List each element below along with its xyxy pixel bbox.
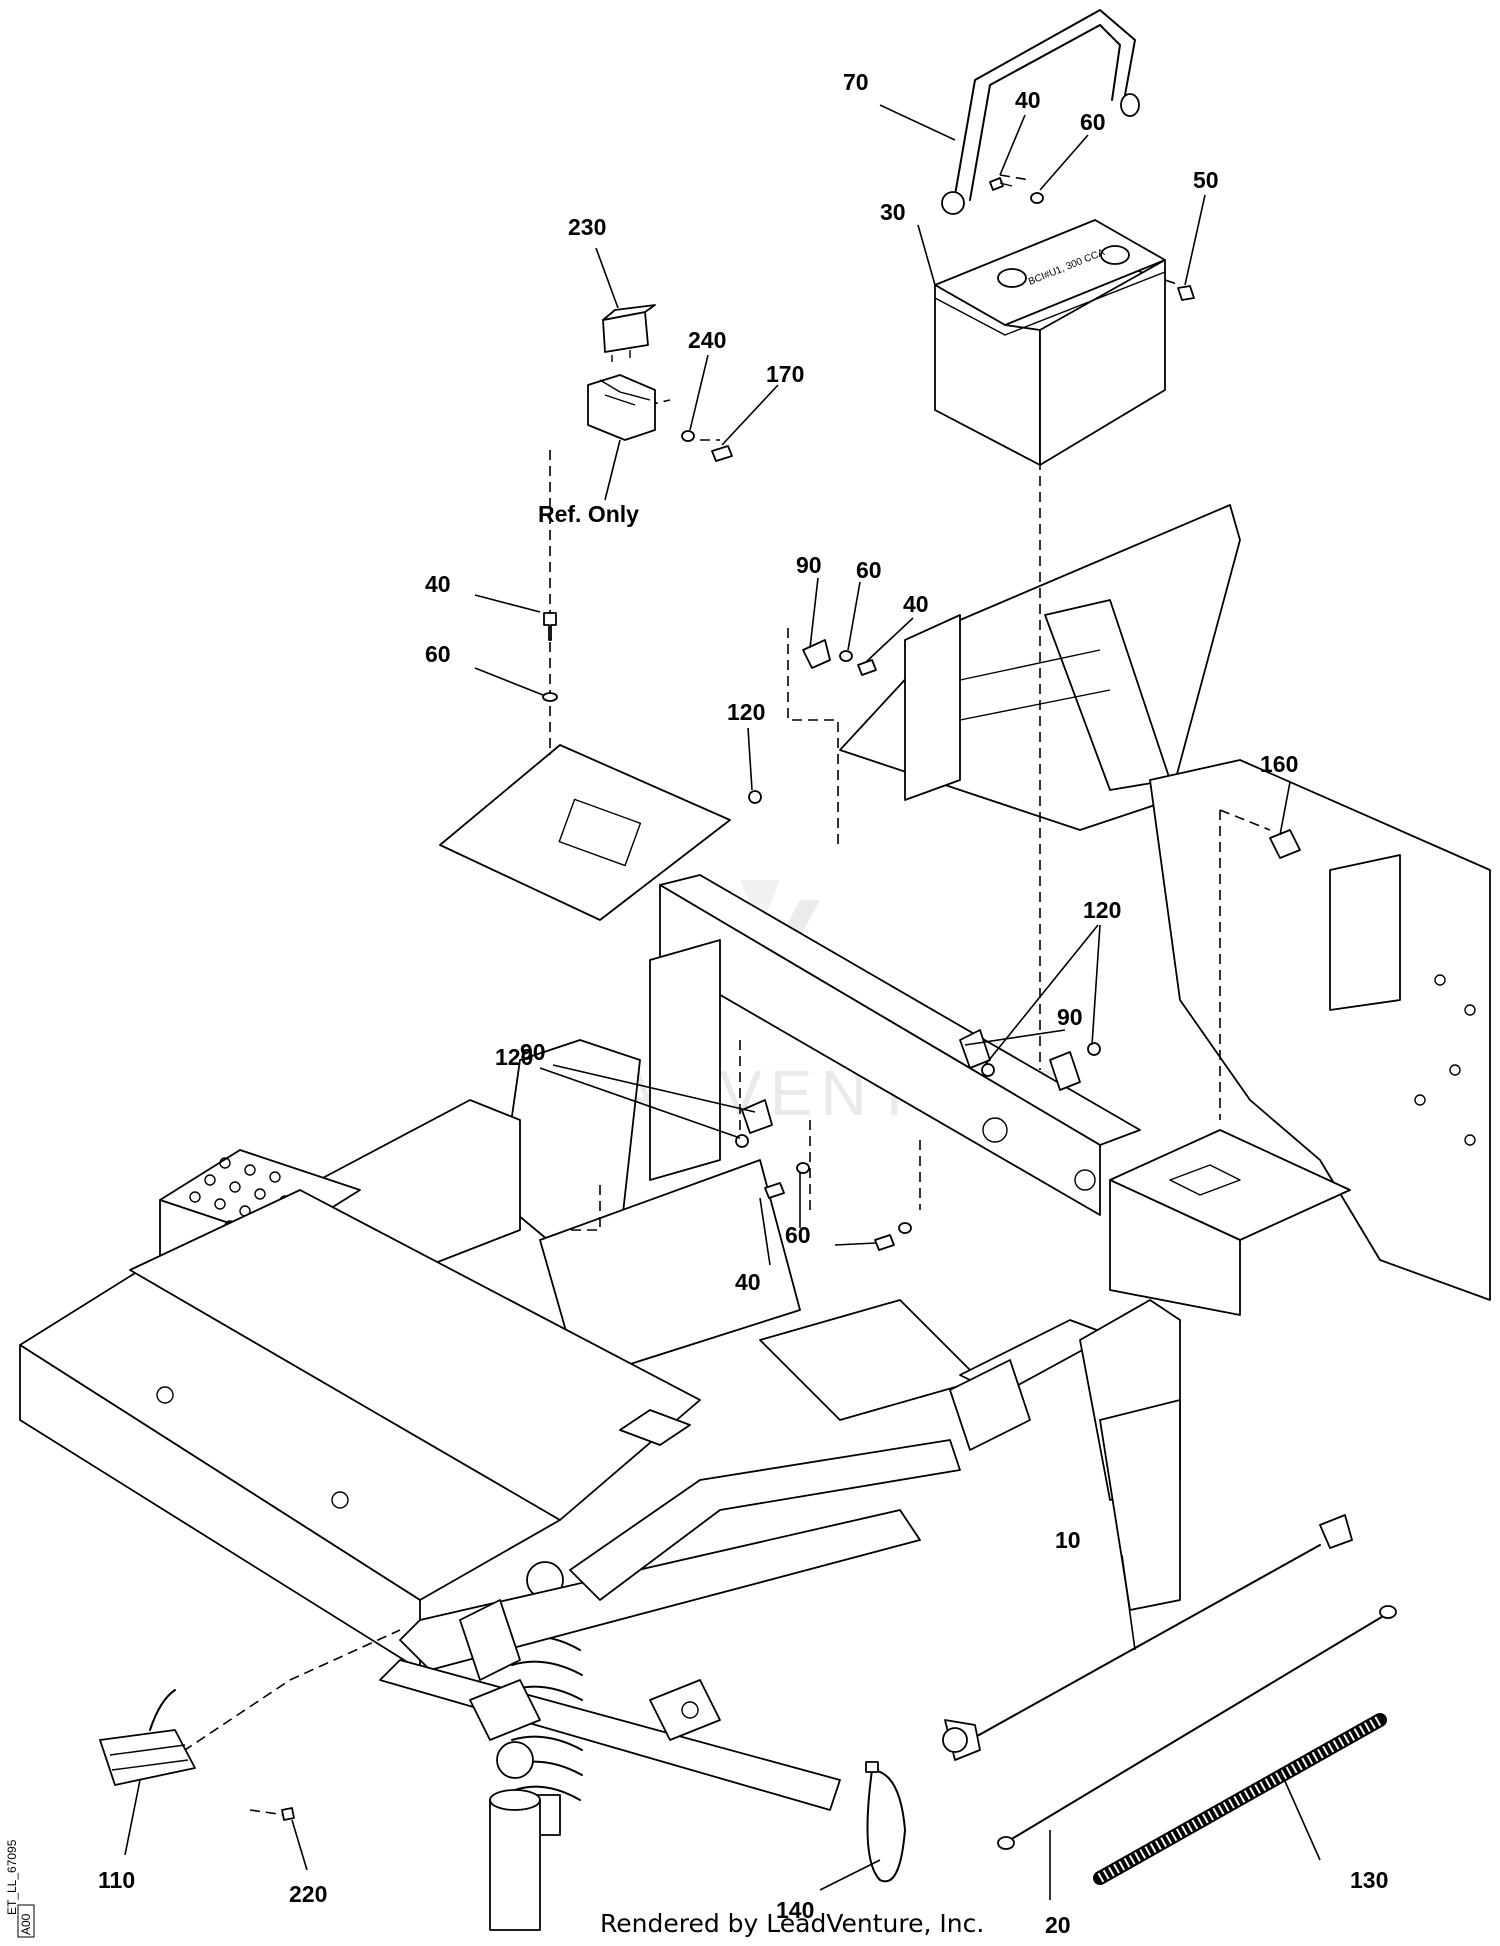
fastener-40-top [989, 177, 1013, 191]
washer-60-top [1030, 192, 1044, 204]
cable-tie-140 [865, 1761, 906, 1883]
washer-60-low-right [898, 1222, 912, 1234]
callout-60-top-right: 60 [856, 557, 882, 583]
callout-220: 220 [289, 1881, 327, 1907]
callout-40-low: 40 [735, 1269, 761, 1295]
light [99, 1689, 196, 1786]
assembly-lines [169, 174, 1271, 1816]
battery: BCI#U1, 300 CCA [934, 219, 1166, 466]
bolt-40-low-right [874, 1234, 895, 1251]
callout-40: 40 [1015, 87, 1041, 113]
callout-230: 230 [568, 214, 606, 240]
nut-120-top [748, 790, 762, 804]
callout-70: 70 [843, 69, 869, 95]
callout-20: 20 [1045, 1912, 1071, 1938]
callout-30: 30 [880, 199, 906, 225]
washer-240 [681, 430, 695, 442]
washer-60-low [796, 1162, 810, 1174]
callout-10: 10 [1055, 1527, 1081, 1553]
clamp-90-low [741, 1099, 773, 1134]
bolt-40-top-right [857, 659, 877, 676]
nut-50 [1177, 285, 1195, 301]
nut-120-right [1087, 1042, 1101, 1056]
callout-120-left: 120 [495, 1044, 533, 1070]
callout-130: 130 [1350, 1867, 1388, 1893]
relay-bracket [587, 374, 656, 441]
clamp-90-right [1049, 1051, 1081, 1091]
cable-10 [942, 1514, 1353, 1761]
ref-only-label: Ref. Only [538, 501, 639, 527]
callout-140: 140 [776, 1897, 814, 1923]
washer-60-left [542, 692, 558, 702]
callout-90-right: 90 [1057, 1004, 1083, 1030]
screw-220 [281, 1807, 295, 1821]
callout-90-left: 90 [520, 1039, 546, 1065]
callout-60-low: 60 [785, 1222, 811, 1248]
callout-90-top: 90 [796, 552, 822, 578]
bolt-40-left [543, 612, 557, 641]
callout-60: 60 [1080, 109, 1106, 135]
doc-id-text: ET_LL_67095 [5, 1839, 19, 1915]
nut-120-mid [981, 1063, 995, 1077]
clamp-90-top [802, 639, 831, 669]
callout-40-top-right: 40 [903, 591, 929, 617]
cable-20 [997, 1605, 1397, 1850]
leader-lines [124, 104, 1321, 1900]
callout-160: 160 [1260, 751, 1298, 777]
callout-120-right: 120 [1083, 897, 1121, 923]
clip-160 [1269, 829, 1301, 859]
doc-rev-text: A00 [19, 1913, 33, 1935]
callout-50: 50 [1193, 167, 1219, 193]
bolt-40-low [764, 1182, 785, 1199]
document-id: ET_LL_67095 A00 [5, 1839, 35, 1938]
callout-40-left: 40 [425, 571, 451, 597]
callout-240: 240 [688, 327, 726, 353]
chassis-frame [19, 504, 1491, 1931]
screw-170 [711, 445, 733, 462]
callout-labels: 70 40 60 50 30 230 240 170 Ref. Only 40 … [98, 69, 1388, 1938]
washer-60-top-right [839, 650, 853, 662]
callout-120-top: 120 [727, 699, 765, 725]
footer-credit: Rendered by LeadVenture, Inc. [600, 1909, 984, 1938]
callout-170: 170 [766, 361, 804, 387]
callout-110: 110 [98, 1867, 135, 1893]
callout-60-left: 60 [425, 641, 451, 667]
wire-loom-130 [1093, 1713, 1387, 1885]
battery-handle [941, 9, 1140, 215]
relay [602, 304, 656, 362]
